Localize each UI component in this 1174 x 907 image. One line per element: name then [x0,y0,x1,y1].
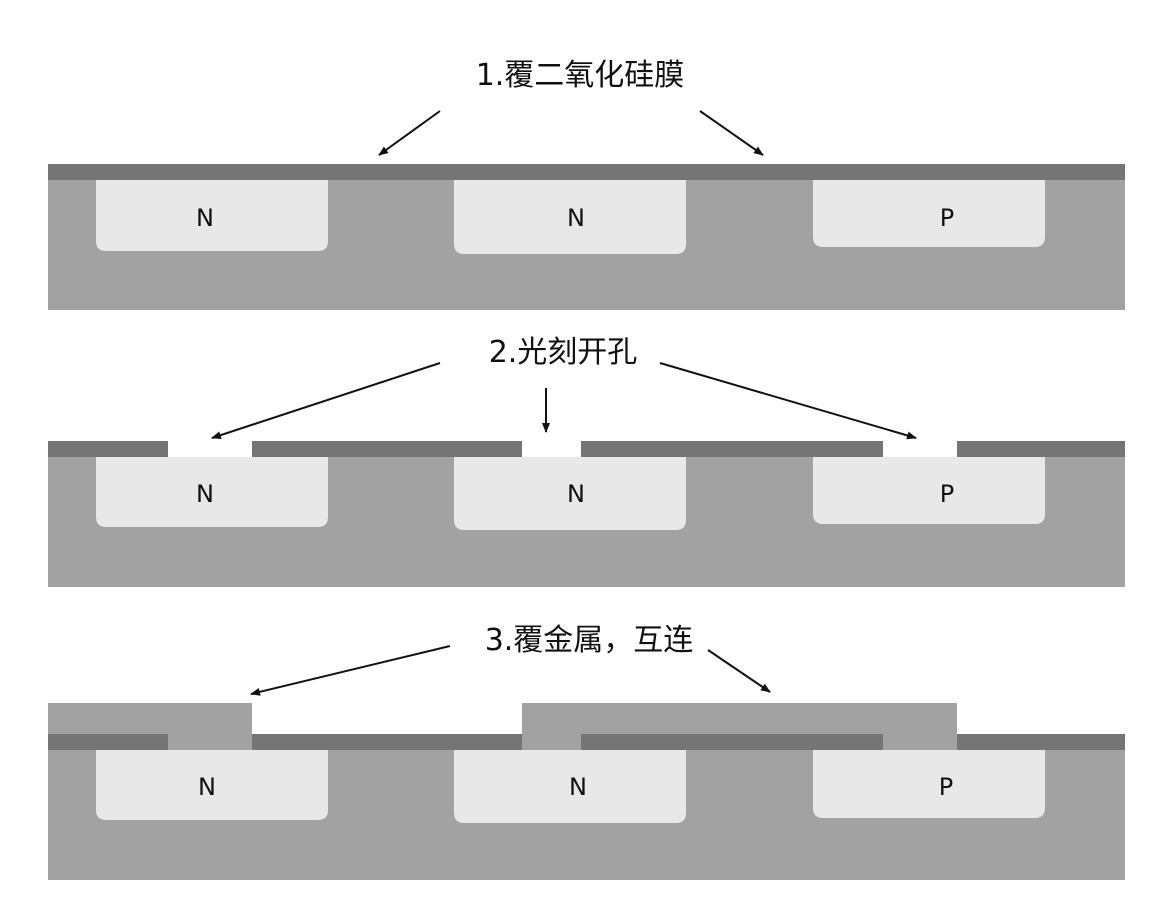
step-1-region-label-1: N [196,204,214,232]
step-3-panel: 3.覆金属，互连 N N P [48,623,1125,880]
step-2-contact-opening-3 [883,441,957,457]
step-3-region-label-2: N [569,773,587,801]
step-3-oxide-segment-4 [957,734,1125,750]
step-2-label: 2.光刻开孔 [489,335,638,370]
step-1-region-p [813,180,1045,247]
step-3-oxide-segment-1 [48,734,168,750]
step-3-oxide-segment-2 [252,734,522,750]
step-2-region-label-2: N [567,480,585,508]
step-1-region-label-2: N [567,204,585,232]
step-3-region-label-1: N [198,773,216,801]
step-2-region-label-1: N [196,480,214,508]
step-3-region-label-3: P [939,773,953,801]
step-2-region-n-2 [454,457,686,530]
step-3-region-n-1 [96,750,328,820]
step-3-oxide-segment-3 [581,734,883,750]
step-2-contact-opening-1 [168,441,252,457]
step-1-region-n-2 [454,180,686,254]
step-2-arrow-left [211,362,441,439]
step-1-panel: 1.覆二氧化硅膜 N N P [48,58,1125,310]
step-1-oxide-layer [48,164,1125,180]
step-3-region-n-2 [454,750,686,823]
step-3-arrow-left [250,645,451,696]
step-3-label: 3.覆金属，互连 [485,623,694,658]
step-2-arrow-right [659,362,917,440]
step-3-metal-interconnect-right [522,703,957,750]
step-3-metal-interconnect-left [48,703,252,750]
step-2-region-label-3: P [940,480,954,508]
step-2-oxide-segment-3 [581,441,883,457]
step-1-region-label-3: P [940,204,954,232]
step-1-arrow-right [699,110,764,156]
step-3-arrow-right [707,649,771,693]
step-2-oxide-segment-4 [957,441,1125,457]
step-2-region-n-1 [96,457,328,527]
step-2-panel: 2.光刻开孔 N N P [48,335,1125,587]
step-1-arrow-left [378,110,441,156]
step-1-region-n-1 [96,180,328,251]
step-2-oxide-segment-1 [48,441,168,457]
step-2-oxide-segment-2 [252,441,522,457]
step-2-contact-opening-2 [522,441,581,457]
step-3-region-p [813,750,1045,818]
step-1-label: 1.覆二氧化硅膜 [476,58,685,93]
step-2-region-p [813,457,1045,524]
